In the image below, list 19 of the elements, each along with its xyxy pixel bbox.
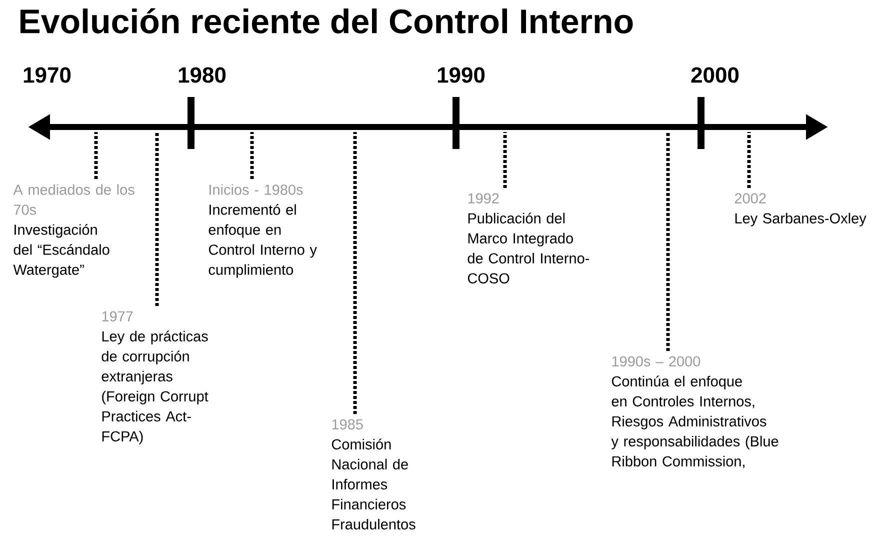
leader-line [250,132,254,179]
leader-line [503,132,507,188]
year-label: 1980 [178,67,226,83]
leader-line [94,132,98,179]
event-text: Inicios - 1980s Incrementó el enfoque en Control Interno y cumplimiento [208,184,317,278]
year-label: 1970 [24,67,71,83]
title: Evolución reciente del Control Interno [20,8,633,34]
leader-line [666,132,670,351]
event-text: 1985 Comisión Nacional de Informes Financieros Fraudulentos [332,419,416,530]
leader-line [155,132,159,306]
event-text: 2002 Ley Sarbanes-Oxley [734,193,866,226]
event-text: 1992 Publicación del Marco Integrado de Control Interno-COSO [468,193,590,284]
event-text: 1990s – 2000 Continúa el enfoque en Controles Internos, Riesgos Administrativos y responsabilidades (Blue Ribbon Commission, [611,356,778,468]
event-text: 1977 Ley de prácticas de corrupción extranjeras (Foreign Corrupt Practices Act- FCPA) [102,311,208,444]
year-label: 2000 [691,67,739,83]
leader-line [353,132,357,414]
year-label: 1990 [438,67,485,83]
leader-line [747,132,751,188]
event-text: A mediados de los 70s Investigación del “Escándalo Watergate” [13,184,134,278]
